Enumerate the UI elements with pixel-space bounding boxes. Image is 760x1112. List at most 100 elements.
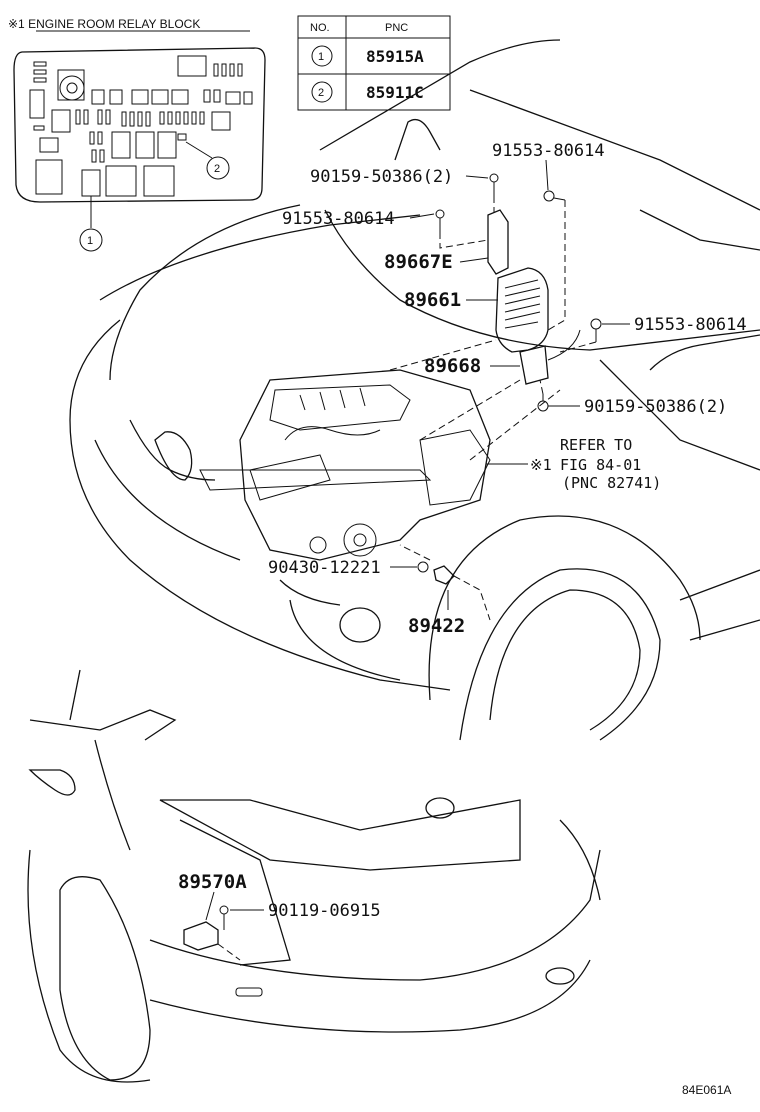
pnc-row-1-no-circle: [311, 45, 333, 67]
bolt-90159-top: [489, 173, 499, 196]
part-labels: 90159-50386(2) 91553-80614 91553-80614 8…: [178, 141, 747, 1097]
rear-tire: [59, 876, 151, 1081]
crank-pulley: [343, 523, 377, 557]
fog-recess-top: [279, 579, 341, 606]
relay-block-components: [29, 55, 253, 197]
pnc-row-2-no: 2: [318, 87, 324, 99]
front-sensor-assembly: [390, 544, 491, 621]
leader-89667e: [459, 257, 489, 263]
fog-lamp: [339, 607, 381, 643]
tail-lamp: [179, 819, 291, 966]
tire-outer: [459, 568, 661, 741]
label-90159-50386-top: 90159-50386(2): [310, 167, 453, 187]
rocker-line: [679, 569, 760, 601]
label-90119-06915: 90119-06915: [268, 901, 381, 921]
quarter-panel: [559, 819, 601, 901]
pnc-row-2-no-circle: [311, 81, 333, 103]
roof-line: [319, 39, 561, 151]
relay-block-inset: ※1 ENGINE ROOM RELAY BLOCK: [8, 17, 266, 252]
pnc-table-header-no: NO.: [310, 22, 330, 34]
leader-91553-top: [545, 159, 549, 191]
rear-hatch: [159, 799, 521, 871]
refer-line-2: FIG 84-01: [560, 456, 641, 474]
rear-reflector: [235, 987, 263, 997]
sensor-bracket: [487, 209, 509, 275]
airbag-sensor-assembly: [389, 159, 630, 465]
fuel-door: [28, 769, 76, 796]
rear-bumper-top: [149, 849, 601, 981]
rear-bumper-bottom: [149, 959, 591, 1033]
roof-rear-edge: [29, 709, 177, 741]
callout-1-label: 1: [87, 235, 93, 247]
tire-inner: [489, 589, 641, 731]
grille-edge: [129, 419, 216, 481]
rear-emblem: [425, 797, 455, 819]
rear-wheel-arch: [27, 849, 151, 1083]
ecu-ribs: [504, 279, 541, 329]
hood-to-engine-dashes: [389, 339, 561, 461]
nut-90430: [417, 561, 429, 573]
crank-pulley-hub: [353, 533, 367, 547]
pnc-row-2-pnc: 85911C: [366, 83, 424, 102]
hood-front-edge: [99, 214, 421, 301]
bumper-crease: [94, 439, 241, 561]
engine-outline: [239, 369, 491, 561]
wheel-arch: [428, 515, 701, 701]
relay-block-title: ※1 ENGINE ROOM RELAY BLOCK: [8, 17, 200, 31]
callout-1-circle: [79, 228, 103, 252]
callout-2-circle: [206, 156, 230, 180]
rear-sensor-dash: [217, 943, 241, 961]
label-91553-80614-right: 91553-80614: [634, 315, 747, 335]
engine-hose: [284, 426, 381, 441]
a-pillar: [639, 209, 760, 251]
leader-90159-top: [465, 175, 489, 179]
leader-89570a: [205, 891, 215, 921]
rear-pillar: [94, 739, 131, 851]
refer-line-3: (PNC 82741): [562, 474, 661, 492]
idler-pulley: [309, 536, 327, 554]
hood-location-lines: [439, 196, 597, 395]
label-90430-12221: 90430-12221: [268, 558, 381, 578]
refer-mark: ※1: [530, 456, 552, 474]
leader-91553-left: [409, 213, 435, 219]
front-vehicle-outline: [69, 39, 760, 741]
intake-manifold: [269, 384, 411, 431]
relay-block-outline: [13, 47, 266, 203]
door-bottom-line: [689, 619, 760, 641]
side-mirror-base: [649, 334, 760, 371]
fender-top: [599, 359, 760, 471]
hood-left-edge: [109, 204, 301, 381]
pnc-table-header-pnc: PNC: [385, 22, 408, 34]
engine-assembly: [199, 369, 491, 561]
rear-antenna: [69, 669, 81, 721]
harness-wire: [547, 329, 581, 361]
rear-sensor-89570a: [183, 921, 219, 951]
transaxle-housing: [419, 429, 491, 506]
pnc-table: NO. PNC 1 85915A 2 85911C: [297, 15, 451, 111]
label-89661: 89661: [404, 289, 461, 311]
radiator-support: [199, 469, 432, 491]
timing-cover: [249, 454, 331, 501]
refer-line-1: REFER TO: [560, 436, 632, 454]
sensor-location-dashes: [399, 544, 491, 621]
label-89668: 89668: [424, 355, 481, 377]
exhaust-tip: [545, 967, 575, 985]
label-89570a: 89570A: [178, 871, 247, 893]
figure-code: 84E061A: [682, 1083, 731, 1097]
cylinder-head-ribs: [299, 387, 366, 411]
wiper-arm: [394, 118, 441, 161]
bolt-91553-right: [590, 318, 602, 342]
headlamp: [154, 431, 193, 481]
bolt-91553-right-top: [543, 190, 566, 202]
sensor-89422: [433, 565, 455, 585]
rear-vehicle-outline: [27, 669, 601, 1083]
bolt-91553-left: [435, 209, 445, 232]
pnc-row-1-no: 1: [318, 51, 324, 63]
bolt-90119: [219, 905, 229, 930]
label-90159-50386-bottom: 90159-50386(2): [584, 397, 727, 417]
lower-grille: [289, 599, 401, 681]
label-91553-80614-top: 91553-80614: [492, 141, 605, 161]
label-89422: 89422: [408, 615, 465, 637]
